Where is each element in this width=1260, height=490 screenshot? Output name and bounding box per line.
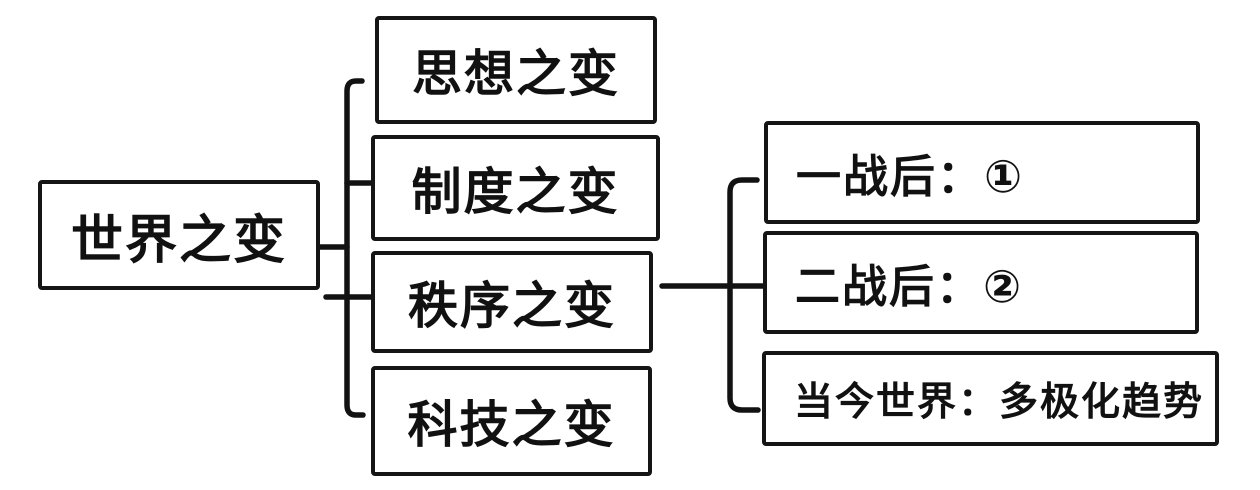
node-today-multipolar: 当今世界：多极化趋势	[762, 351, 1219, 446]
node-post-ww2: 二战后：②	[763, 231, 1199, 334]
node-world-change: 世界之变	[38, 180, 320, 290]
node-tech-change: 科技之变	[371, 366, 652, 476]
node-post-ww1: 一战后：①	[764, 121, 1200, 224]
node-thought-change: 思想之变	[375, 16, 657, 124]
node-system-change: 制度之变	[371, 135, 660, 241]
bracket-order-sub	[727, 177, 761, 413]
node-order-change: 秩序之变	[371, 251, 653, 353]
